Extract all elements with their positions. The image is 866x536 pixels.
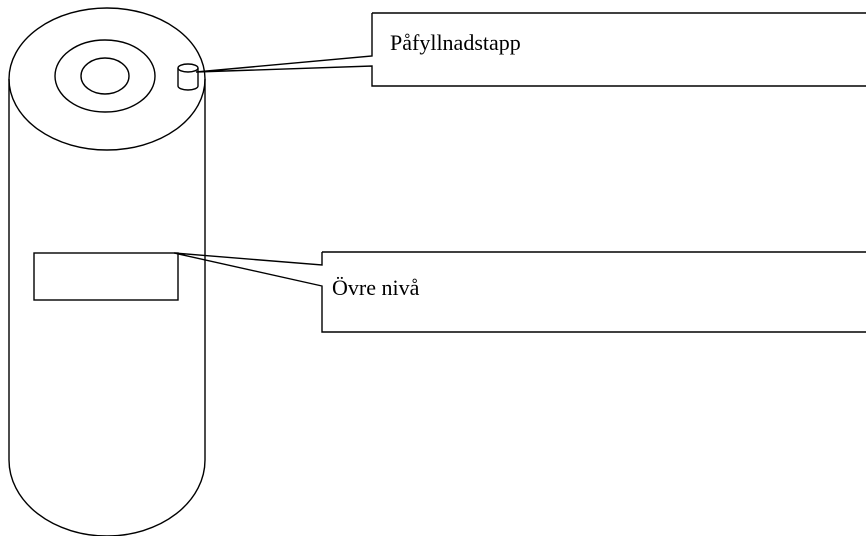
tank-body: [8, 79, 206, 536]
refill-cap-callout: [195, 12, 866, 87]
upper-callout-pointer: [173, 252, 866, 333]
upper-level-label: Övre nivå: [332, 275, 420, 300]
tank-top: [8, 7, 206, 151]
refill-cap: [177, 63, 199, 91]
upper-level-callout: [173, 251, 866, 333]
tank-top-ellipse: [8, 7, 206, 151]
refill-cap-label: Påfyllnadstapp: [390, 30, 521, 55]
lid-outer-ring: [54, 39, 156, 113]
refill-cap-bottom: [177, 85, 199, 91]
lid-inner-ring: [80, 57, 130, 95]
refill-callout-pointer: [195, 13, 866, 87]
refill-cap-top: [177, 63, 199, 73]
tank-bottom-curve: [8, 459, 206, 536]
upper-level-window: [33, 252, 179, 301]
